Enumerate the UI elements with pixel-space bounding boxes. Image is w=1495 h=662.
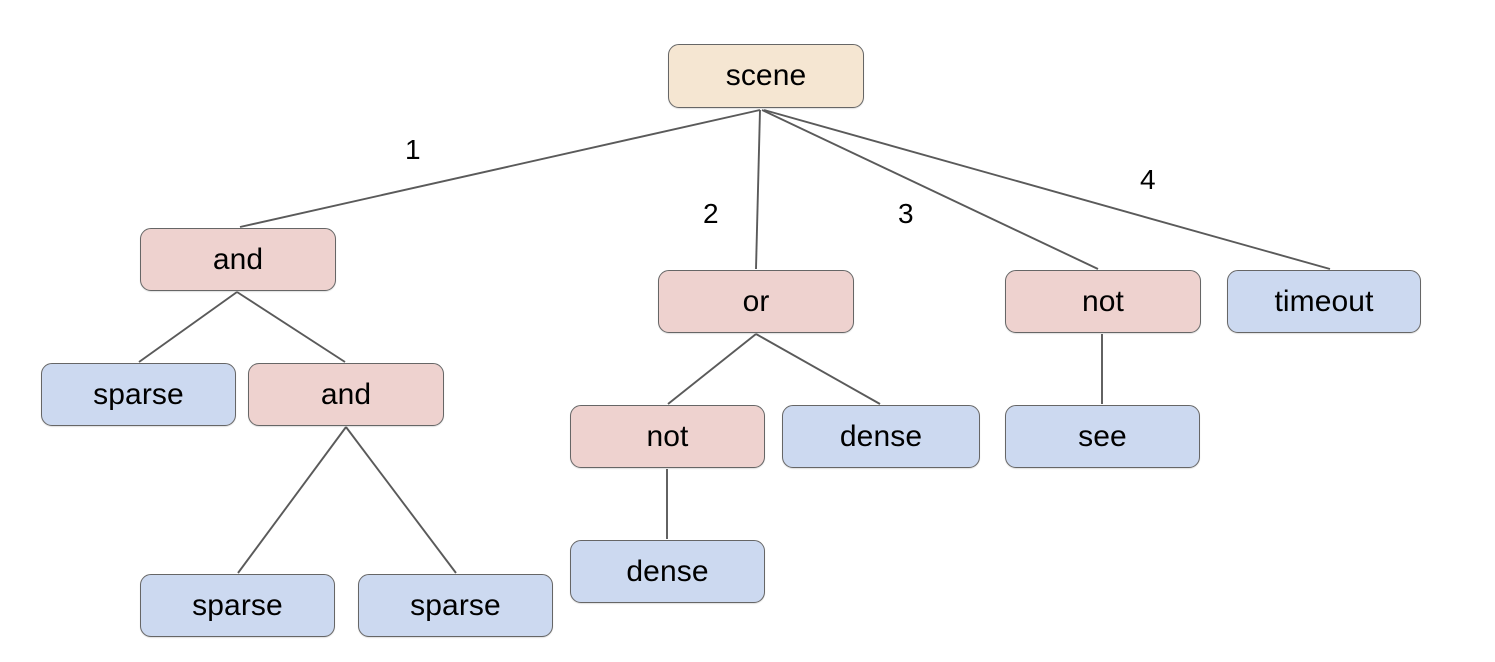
edge-scene-to-timeout1: [763, 109, 1331, 270]
edge-and1-to-and2: [236, 291, 346, 363]
edge-label-1: 1: [405, 134, 421, 165]
node-or1[interactable]: or: [658, 270, 854, 333]
edge-scene-to-or1: [755, 109, 761, 270]
node-sparse1[interactable]: sparse: [41, 363, 236, 426]
edge-label-4: 4: [1140, 164, 1156, 195]
node-scene[interactable]: scene: [668, 44, 864, 108]
node-and2[interactable]: and: [248, 363, 444, 426]
node-and1[interactable]: and: [140, 228, 336, 291]
edge-scene-to-not1: [761, 109, 1099, 270]
edge-or1-to-dense1: [755, 333, 881, 405]
node-sparse2[interactable]: sparse: [140, 574, 335, 637]
edge-label-2: 2: [703, 198, 719, 229]
edge-and1-to-sparse1: [138, 291, 238, 363]
edge-and2-to-sparse2: [237, 426, 347, 574]
node-not1[interactable]: not: [1005, 270, 1201, 333]
edge-or1-to-not2: [667, 333, 757, 405]
node-not2[interactable]: not: [570, 405, 765, 468]
node-dense2[interactable]: dense: [570, 540, 765, 603]
edge-scene-to-and1: [239, 109, 761, 228]
edge-label-3: 3: [898, 198, 914, 229]
node-see1[interactable]: see: [1005, 405, 1200, 468]
node-dense1[interactable]: dense: [782, 405, 980, 468]
node-timeout1[interactable]: timeout: [1227, 270, 1421, 333]
edge-and2-to-sparse3: [345, 426, 457, 574]
node-sparse3[interactable]: sparse: [358, 574, 553, 637]
